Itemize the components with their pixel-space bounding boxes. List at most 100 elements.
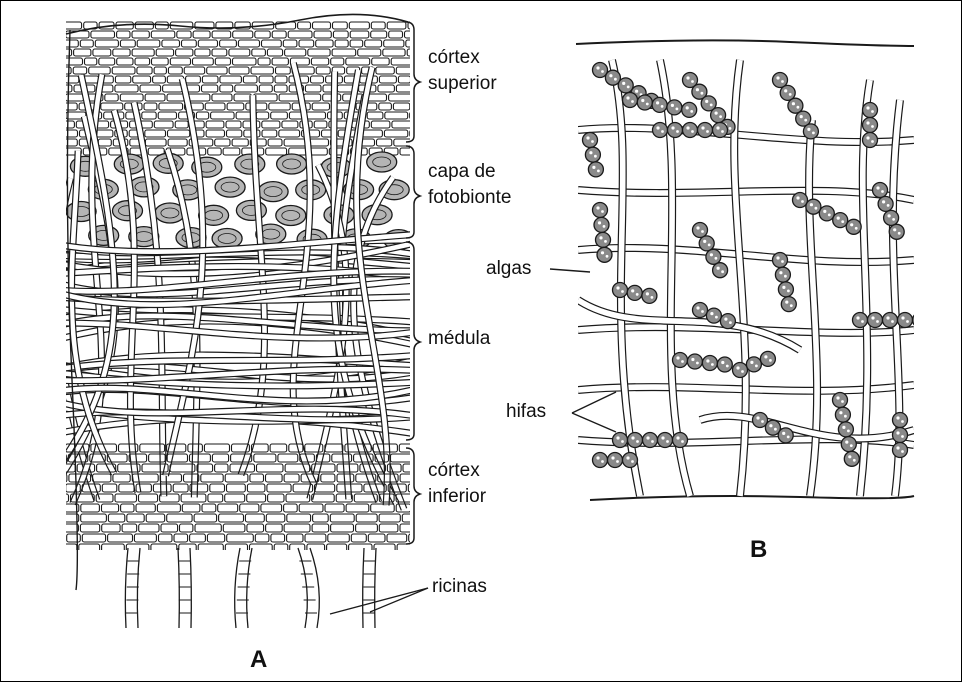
cortex-cell: [212, 49, 227, 56]
alga-cell: [713, 263, 728, 278]
cortex-cell: [288, 31, 312, 38]
alga-cell-speck: [671, 126, 674, 129]
alga-cell-speck: [626, 456, 629, 459]
cortex-cell: [212, 94, 232, 101]
label-photobiont-line2: fotobionte: [428, 186, 511, 210]
cortex-cell: [235, 85, 258, 92]
cortex-cell: [274, 85, 287, 92]
cortex-cell: [384, 130, 407, 137]
cortex-cell: [202, 85, 218, 92]
cortex-cell: [409, 534, 424, 542]
cortex-cell: [368, 534, 385, 542]
alga-cell-speck: [661, 130, 664, 133]
alga-cell-speck: [815, 207, 818, 210]
alga-cell: [693, 303, 708, 318]
alga-cell-speck: [891, 320, 894, 323]
cortex-cell: [186, 76, 201, 83]
cortex-cell: [358, 49, 381, 56]
cortex-cell: [371, 31, 387, 38]
alga-cell-speck: [906, 320, 909, 323]
alga-cell-speck: [901, 420, 904, 423]
cortex-cell: [379, 524, 398, 532]
cortex-cell: [257, 464, 284, 472]
cortex-cell: [220, 40, 237, 47]
cortex-cell: [266, 148, 287, 155]
cortex-cell: [227, 484, 246, 492]
alga-cell-speck: [810, 203, 813, 206]
alga-cell-speck: [807, 128, 810, 131]
alga-cell-speck: [841, 400, 844, 403]
cortex-cell: [226, 121, 241, 128]
alga-cell: [806, 199, 821, 214]
cortex-cell: [346, 58, 370, 65]
alga-cell-speck: [706, 359, 709, 362]
alga-cell-speck: [844, 415, 847, 418]
alga-cell-speck: [893, 228, 896, 231]
cortex-cell: [233, 58, 257, 65]
cortex-cell: [220, 76, 242, 83]
alga-cell-speck: [886, 316, 889, 319]
cortex-cell: [305, 534, 326, 542]
rhizine-left-wall: [125, 548, 128, 628]
cortex-cell: [112, 67, 135, 74]
alga-cell: [613, 283, 628, 298]
alga-cell: [778, 282, 793, 297]
label-photobiont-line1: capa de: [428, 160, 496, 184]
cortex-cell: [193, 58, 214, 65]
alga-cell-speck: [591, 140, 594, 143]
cortex-cell: [267, 49, 282, 56]
cortex-cell: [402, 514, 420, 522]
cortex-cell: [225, 544, 247, 552]
cortex-cell: [202, 504, 216, 512]
cortex-cell: [284, 474, 299, 482]
cortex-cell: [271, 112, 288, 119]
alga-cell-speck: [750, 361, 753, 364]
cortex-cell: [407, 49, 428, 56]
alga-cell-speck: [853, 459, 856, 462]
cortex-cell: [162, 40, 180, 47]
alga-cell-speck: [601, 251, 604, 254]
label-upper-cortex-line1: córtex: [428, 46, 480, 70]
alga-cell: [698, 123, 713, 138]
alga-cell: [597, 247, 612, 262]
panel-b-pointers: [550, 269, 616, 432]
alga-cell-speck: [736, 366, 739, 369]
alga-cell: [585, 147, 600, 162]
rhizines: [125, 548, 376, 628]
cortex-cell: [238, 40, 259, 47]
cortex-cell: [298, 22, 311, 29]
alga-cell-speck: [871, 316, 874, 319]
alga-cell-speck: [622, 82, 625, 85]
alga-cell-speck: [896, 446, 899, 449]
cortex-cell: [101, 103, 123, 110]
cortex-cell: [113, 474, 130, 482]
alga-cell: [699, 236, 714, 251]
alga-cell: [594, 217, 609, 232]
label-lower-cortex-line1: córtex: [428, 459, 480, 483]
cortex-cell: [206, 121, 224, 128]
cortex-cell: [331, 58, 344, 65]
cortex-cell: [389, 31, 403, 38]
cortex-cell: [287, 514, 311, 522]
cortex-cell: [279, 130, 300, 137]
panel-b-detail: [578, 60, 928, 496]
alga-cell: [588, 162, 603, 177]
alga-cell-speck: [729, 321, 732, 324]
cortex-cell: [250, 544, 273, 552]
cortex-cell: [142, 112, 156, 119]
alga-cell-speck: [705, 100, 708, 103]
cortex-cell: [135, 58, 150, 65]
cortex-cell: [151, 31, 175, 38]
alga-cell-speck: [598, 221, 601, 224]
cortex-cell: [351, 534, 366, 542]
cortex-cell: [330, 514, 354, 522]
cortex-cell: [61, 130, 78, 137]
cortex-cell: [405, 31, 426, 38]
cortex-cell: [233, 31, 253, 38]
alga-cell-speck: [836, 396, 839, 399]
alga-cell-speck: [837, 217, 840, 220]
cortex-cell: [206, 130, 224, 137]
cortex-cell: [179, 544, 196, 552]
alga-cell-speck: [850, 223, 853, 226]
alga-cell: [746, 357, 761, 372]
